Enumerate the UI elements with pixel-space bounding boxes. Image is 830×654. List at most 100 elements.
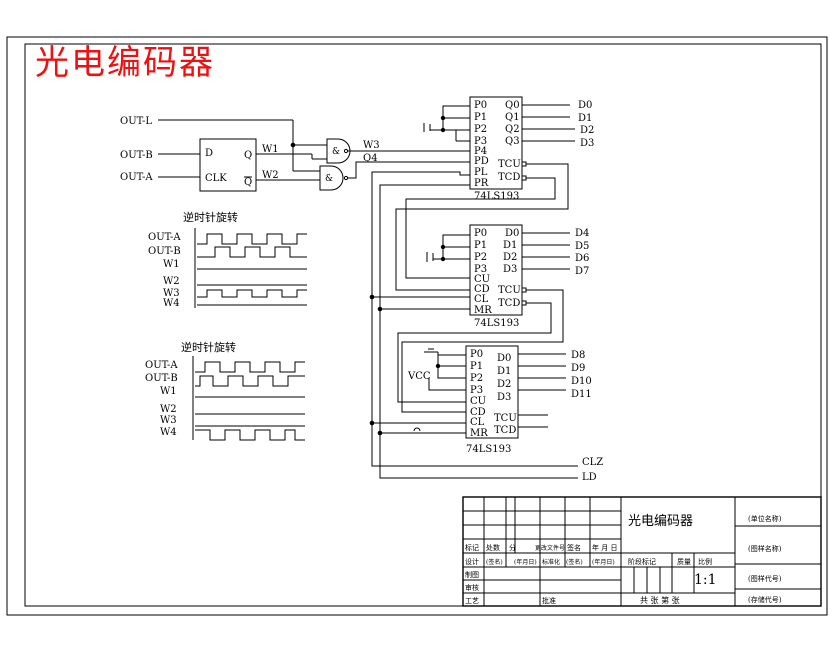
- d-flipflop: [199, 138, 257, 192]
- svg-text:PD: PD: [474, 156, 489, 167]
- svg-text:W3: W3: [160, 415, 177, 426]
- svg-text:W3: W3: [163, 288, 180, 299]
- svg-text:标记: 标记: [465, 543, 479, 552]
- svg-text:设计: 设计: [465, 557, 479, 566]
- titleblock-unit-name: (单位名称): [748, 514, 782, 523]
- svg-text:D3: D3: [580, 138, 594, 149]
- signal-q4: Q4: [363, 153, 378, 164]
- titleblock-drawing-name: (图样名称): [748, 544, 782, 553]
- signal-w2: W2: [262, 170, 279, 181]
- svg-text:OUT-B: OUT-B: [148, 246, 181, 257]
- svg-text:Q0: Q0: [505, 100, 520, 111]
- ff-d-pin: D: [205, 148, 213, 159]
- svg-text:CL: CL: [470, 417, 485, 428]
- svg-text:TCU: TCU: [498, 285, 521, 296]
- titleblock-storage-code: (存储代号): [748, 595, 782, 604]
- signal-clz: CLZ: [582, 457, 603, 468]
- timing-1-title: 逆时针旋转: [183, 210, 238, 224]
- svg-text:PR: PR: [474, 178, 489, 189]
- signal-w3: W3: [363, 140, 380, 151]
- svg-text:(年月日): (年月日): [514, 558, 537, 566]
- counter-2-right-pins: D0 D1 D2 D3 TCU TCD: [498, 228, 521, 309]
- inner-frame: [24, 43, 822, 607]
- timing-1-wave-b: [197, 246, 307, 258]
- svg-text:D5: D5: [575, 241, 589, 252]
- svg-text:D4: D4: [575, 228, 589, 239]
- timing-1-labels: OUT-A OUT-B W1 W2 W3 W4: [148, 232, 181, 309]
- svg-text:P3: P3: [474, 264, 487, 275]
- counter-3-name: 74LS193: [466, 444, 511, 455]
- titleblock-sheets: 共 张 第 张: [640, 595, 680, 605]
- signal-ld: LD: [582, 472, 597, 483]
- svg-text:P0: P0: [474, 100, 487, 111]
- svg-text:P3: P3: [474, 136, 487, 147]
- counter-2-left-pins: P0 P1 P2 P3 CU CD CL MR: [474, 228, 492, 316]
- svg-text:W2: W2: [160, 404, 177, 415]
- svg-text:P2: P2: [470, 373, 483, 384]
- svg-text:P1: P1: [470, 361, 483, 372]
- svg-text:TCD: TCD: [494, 425, 516, 436]
- ff-qbar-pin: Q: [244, 177, 252, 188]
- svg-text:P3: P3: [470, 385, 483, 396]
- svg-text:P1: P1: [474, 240, 487, 251]
- timing-2-wave-w4: [195, 429, 305, 441]
- svg-text:D7: D7: [575, 266, 589, 277]
- signal-out-a: OUT-A: [120, 172, 153, 183]
- svg-text:W1: W1: [160, 386, 177, 397]
- svg-text:D2: D2: [497, 379, 511, 390]
- svg-text:&: &: [325, 174, 333, 184]
- svg-text:P4: P4: [474, 146, 487, 157]
- svg-text:OUT-A: OUT-A: [145, 360, 178, 371]
- counter-1-outputs: D0 D1 D2 D3: [522, 100, 594, 149]
- titleblock-row-1: 标记 处数 分 更改文件号 签名 年 月 日: [465, 543, 617, 552]
- counter-3-right-pins: D0 D1 D2 D3 TCU TCD: [494, 353, 517, 436]
- svg-text:OUT-B: OUT-B: [145, 373, 178, 384]
- svg-text:D1: D1: [578, 113, 592, 124]
- svg-text:分: 分: [509, 543, 516, 552]
- svg-text:CD: CD: [470, 407, 486, 418]
- titleblock-name: 光电编码器: [628, 514, 693, 529]
- svg-text:Q2: Q2: [505, 124, 520, 135]
- svg-text:CD: CD: [474, 284, 490, 295]
- counter-1-right-pins: Q0 Q1 Q2 Q3 TCU TCD: [498, 100, 521, 183]
- svg-text:MR: MR: [474, 305, 492, 316]
- counter-3-left-pins: P0 P1 P2 P3 CU CD CL MR: [470, 349, 488, 439]
- svg-text:Q1: Q1: [505, 112, 520, 123]
- counter-3-outputs: D8 D9 D10 D11: [518, 350, 592, 400]
- svg-text:OUT-A: OUT-A: [148, 232, 181, 243]
- svg-text:TCD: TCD: [498, 172, 520, 183]
- and-gate-1: [326, 138, 351, 164]
- ff-q-pin: Q: [244, 150, 252, 161]
- svg-text:(签名): (签名): [566, 558, 583, 566]
- svg-text:D2: D2: [503, 252, 517, 263]
- svg-text:W4: W4: [163, 298, 180, 309]
- svg-text:质量: 质量: [677, 557, 691, 566]
- counter-3-chip: [465, 345, 519, 439]
- svg-text:D3: D3: [497, 392, 511, 403]
- svg-text:阶段标记: 阶段标记: [628, 557, 656, 566]
- svg-text:比例: 比例: [698, 557, 712, 566]
- timing-2-wave-b: [195, 375, 305, 387]
- svg-text:Q3: Q3: [505, 136, 520, 147]
- svg-text:CU: CU: [470, 396, 486, 407]
- ff-clk-pin: CLK: [205, 173, 227, 184]
- svg-text:D2: D2: [580, 125, 594, 136]
- titleblock-row-2: 设计 (签名) (年月日) 标准化 (签名) (年月日): [465, 557, 615, 566]
- svg-text:D6: D6: [575, 253, 589, 264]
- svg-text:CU: CU: [474, 274, 490, 285]
- svg-text:P0: P0: [470, 349, 483, 360]
- timing-2-labels: OUT-A OUT-B W1 W2 W3 W4: [145, 360, 178, 438]
- svg-text:制图: 制图: [465, 570, 479, 579]
- svg-text:D0: D0: [497, 353, 511, 364]
- titleblock-drawing-code: (图样代号): [748, 574, 782, 583]
- svg-text:D1: D1: [497, 366, 511, 377]
- svg-text:W4: W4: [160, 427, 177, 438]
- signal-vcc: VCC: [407, 371, 431, 382]
- timing-2-wave-a: [195, 361, 305, 373]
- counter-2-outputs: D4 D5 D6 D7: [522, 228, 589, 277]
- svg-text:P2: P2: [474, 124, 487, 135]
- timing-1-wave-a: [197, 233, 307, 245]
- svg-text:审核: 审核: [465, 583, 479, 592]
- svg-text:(签名): (签名): [486, 558, 503, 566]
